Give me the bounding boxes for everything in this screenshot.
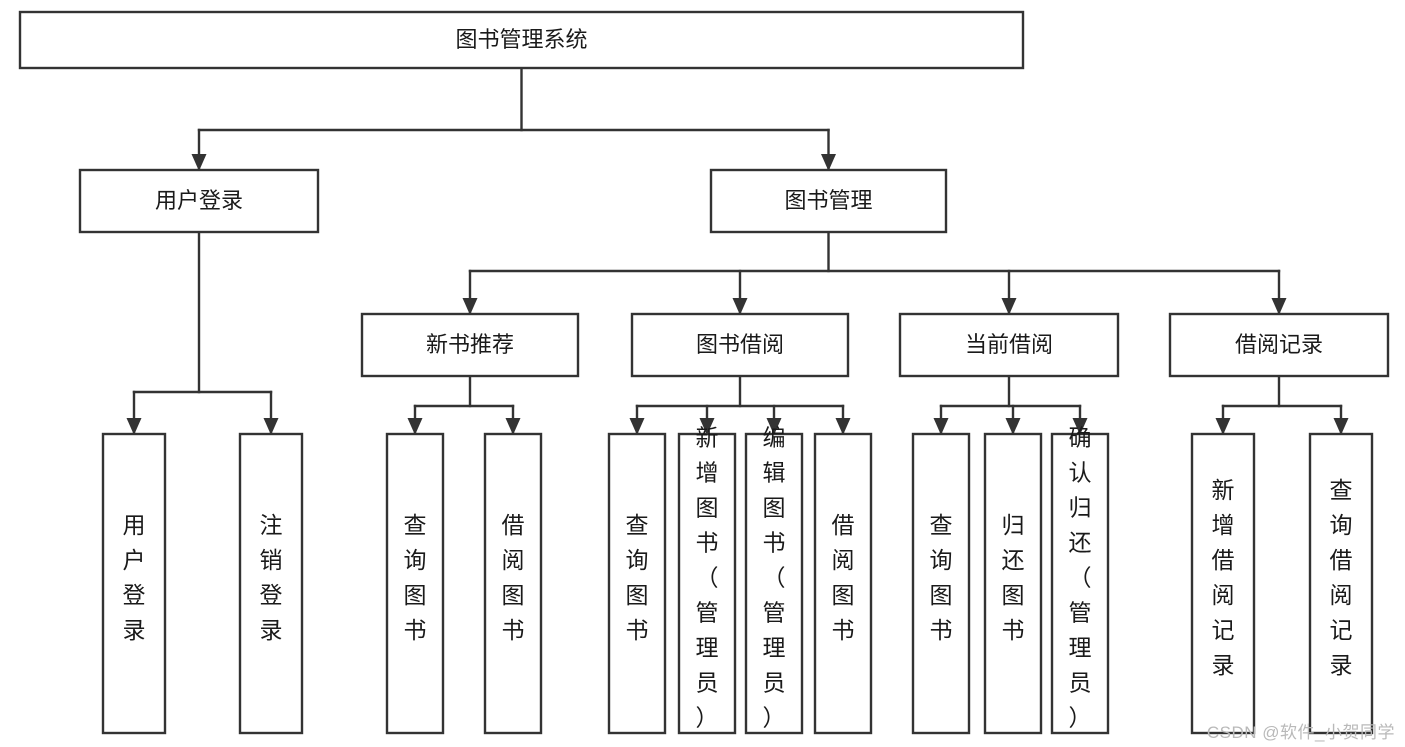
node-l3-1[interactable]: 图书借阅: [630, 312, 850, 378]
arrow-head-icon: [766, 418, 782, 435]
node-leaf-12[interactable]: 查询借阅记录: [1308, 432, 1374, 735]
arrow-head-icon: [126, 418, 142, 435]
node-label: 借阅图书: [502, 512, 525, 643]
connector-group: [462, 230, 1287, 315]
node-box: [385, 432, 445, 735]
node-label: 新书推荐: [426, 332, 514, 357]
node-box: [360, 312, 580, 378]
csdn-watermark: CSDN @软件_小贺同学: [1206, 723, 1395, 742]
node-box: [18, 10, 1025, 70]
node-label: 编辑图书（管理员）: [763, 425, 786, 731]
node-label: 注销登录: [260, 512, 283, 643]
node-root-0[interactable]: 图书管理系统: [18, 10, 1025, 70]
node-box: [709, 168, 948, 234]
node-box: [898, 312, 1120, 378]
node-label: 新增借阅记录: [1212, 477, 1235, 678]
arrow-head-icon: [821, 154, 836, 171]
arrow-head-icon: [462, 298, 478, 315]
arrow-head-icon: [699, 418, 715, 435]
node-box: [78, 168, 320, 234]
node-box: [607, 432, 667, 735]
node-box: [101, 432, 167, 735]
connector-group: [933, 374, 1088, 435]
arrow-head-icon: [1001, 298, 1017, 315]
connector-group: [126, 230, 279, 435]
node-leaf-3[interactable]: 借阅图书: [483, 432, 543, 735]
arrow-head-icon: [263, 418, 279, 435]
node-label: 新增图书（管理员）: [696, 425, 719, 731]
node-label: 图书借阅: [696, 332, 784, 357]
arrow-head-icon: [1072, 418, 1088, 435]
node-box: [1168, 312, 1390, 378]
node-label: 查询图书: [404, 512, 427, 643]
node-leaf-8[interactable]: 查询图书: [911, 432, 971, 735]
arrow-head-icon: [835, 418, 851, 435]
node-leaf-2[interactable]: 查询图书: [385, 432, 445, 735]
arrow-head-icon: [191, 154, 207, 171]
node-leaf-4[interactable]: 查询图书: [607, 432, 667, 735]
node-label: 查询图书: [626, 512, 649, 643]
node-box: [238, 432, 304, 735]
connector-group: [1215, 374, 1349, 435]
node-box: [483, 432, 543, 735]
arrow-head-icon: [629, 418, 645, 435]
node-l2-0[interactable]: 用户登录: [78, 168, 320, 234]
node-leaf-1[interactable]: 注销登录: [238, 432, 304, 735]
node-label: 用户登录: [123, 512, 146, 643]
node-l3-0[interactable]: 新书推荐: [360, 312, 580, 378]
node-label: 查询借阅记录: [1330, 477, 1353, 678]
node-layer: 用户登录图书管理新书推荐图书借阅当前借阅借阅记录用户登录注销登录查询图书借阅图书…: [18, 10, 1390, 735]
node-label: 确认归还（管理员）: [1069, 425, 1092, 731]
arrow-head-icon: [933, 418, 949, 435]
node-leaf-7[interactable]: 借阅图书: [813, 432, 873, 735]
arrow-head-icon: [1271, 298, 1287, 315]
node-label: 归还图书: [1002, 512, 1025, 643]
node-label: 查询图书: [930, 512, 953, 643]
node-label: 借阅图书: [832, 512, 855, 643]
node-label: 用户登录: [155, 188, 243, 213]
arrow-head-icon: [1005, 418, 1021, 435]
node-box: [983, 432, 1043, 735]
arrow-head-icon: [732, 298, 748, 315]
node-label: 借阅记录: [1235, 332, 1323, 357]
arrow-head-icon: [407, 418, 423, 435]
arrow-head-icon: [1333, 418, 1349, 435]
node-leaf-11[interactable]: 新增借阅记录: [1190, 432, 1256, 735]
node-label: 图书管理系统: [455, 27, 587, 52]
node-label: 当前借阅: [965, 332, 1053, 357]
connector-layer: [126, 66, 1349, 435]
node-l3-3[interactable]: 借阅记录: [1168, 312, 1390, 378]
node-box: [744, 432, 804, 735]
node-leaf-9[interactable]: 归还图书: [983, 432, 1043, 735]
node-box: [813, 432, 873, 735]
node-leaf-6[interactable]: 编辑图书（管理员）: [744, 425, 804, 735]
node-leaf-10[interactable]: 确认归还（管理员）: [1050, 425, 1110, 735]
arrow-head-icon: [1215, 418, 1231, 435]
node-label: 图书管理: [784, 188, 872, 213]
node-leaf-0[interactable]: 用户登录: [101, 432, 167, 735]
node-box: [911, 432, 971, 735]
node-box: [677, 432, 737, 735]
arrow-head-icon: [505, 418, 521, 435]
connector-group: [629, 374, 851, 435]
node-box: [630, 312, 850, 378]
node-box: [1050, 432, 1110, 735]
node-l3-2[interactable]: 当前借阅: [898, 312, 1120, 378]
node-leaf-5[interactable]: 新增图书（管理员）: [677, 425, 737, 735]
node-box: [1308, 432, 1374, 735]
node-box: [1190, 432, 1256, 735]
connector-group: [191, 66, 836, 171]
connector-group: [407, 374, 521, 435]
node-l2-1[interactable]: 图书管理: [709, 168, 948, 234]
